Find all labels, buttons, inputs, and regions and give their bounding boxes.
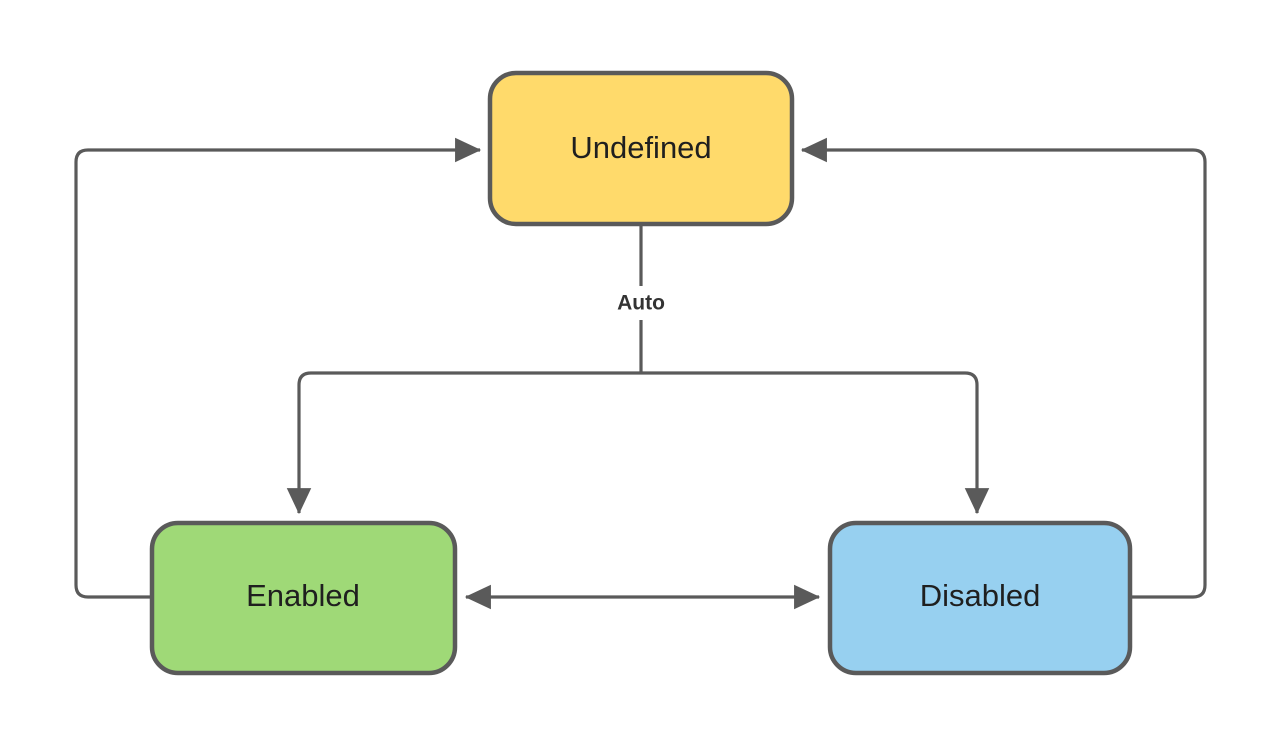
edge-label-auto-text: Auto bbox=[617, 292, 665, 315]
edge-path-undefined-to-disabled bbox=[641, 371, 990, 515]
edge-path-enabled-to-undefined bbox=[74, 137, 482, 599]
edge-path-disabled-to-undefined bbox=[800, 137, 1207, 599]
node-undefined[interactable]: Undefined bbox=[487, 70, 795, 227]
edge-path-undefined-to-enabled bbox=[286, 371, 641, 515]
node-enabled[interactable]: Enabled bbox=[149, 520, 458, 676]
edge-enabled-to-undefined[interactable] bbox=[74, 137, 482, 599]
node-disabled[interactable]: Disabled bbox=[827, 520, 1133, 676]
node-disabled-shape[interactable] bbox=[827, 520, 1133, 676]
edge-undefined-to-enabled[interactable] bbox=[286, 371, 641, 515]
edge-label-auto-backing bbox=[594, 286, 688, 320]
node-enabled-shape[interactable] bbox=[149, 520, 458, 676]
edge-disabled-to-undefined[interactable] bbox=[800, 137, 1207, 599]
node-undefined-shape[interactable] bbox=[487, 70, 795, 227]
edge-undefined-to-disabled[interactable] bbox=[641, 371, 990, 515]
edge-label-auto: Auto bbox=[594, 286, 688, 320]
